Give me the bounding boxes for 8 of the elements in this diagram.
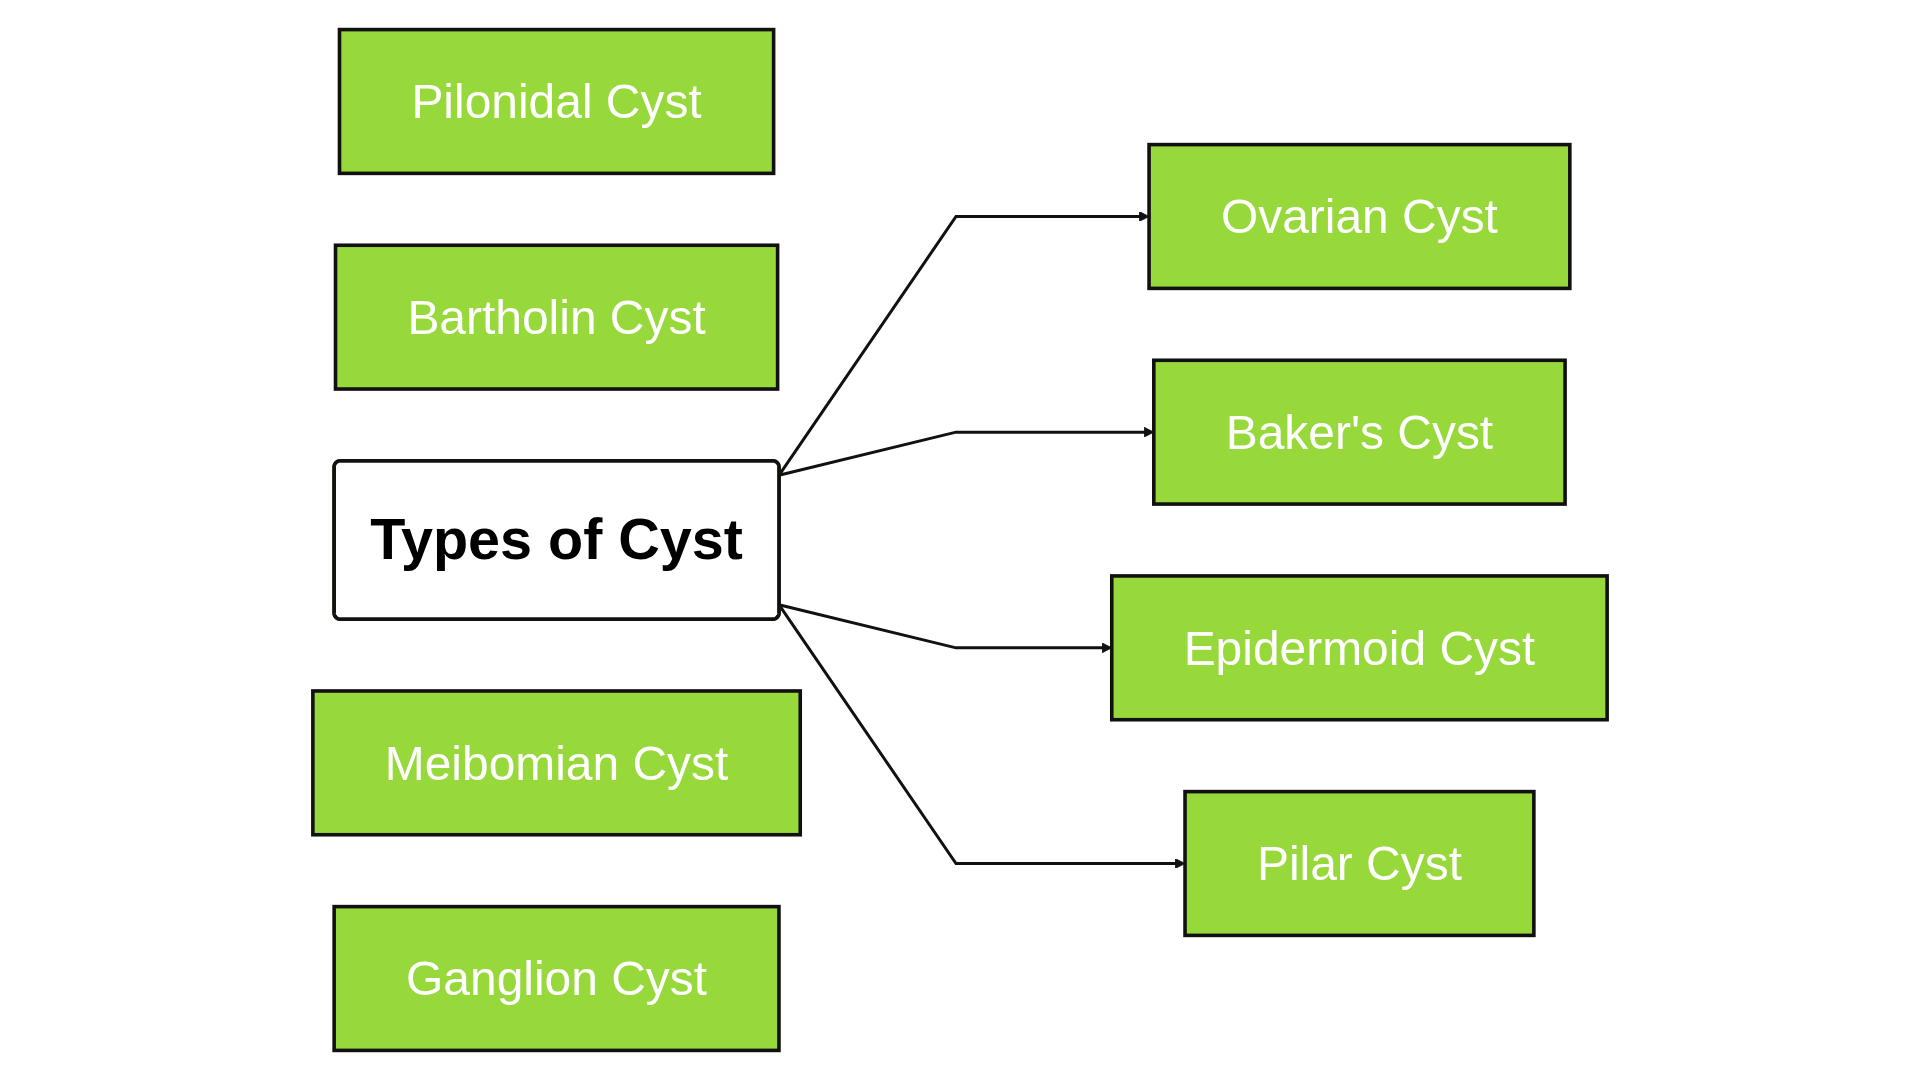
node-box: Meibomian Cyst — [311, 689, 803, 837]
node-box: Ovarian Cyst — [1147, 142, 1572, 291]
node-box: Epidermoid Cyst — [1109, 574, 1609, 722]
node-box: Baker's Cyst — [1152, 358, 1567, 506]
node-box: Ganglion Cyst — [332, 904, 781, 1053]
node-box: Pilonidal Cyst — [337, 27, 776, 176]
node-box: Bartholin Cyst — [333, 243, 780, 391]
node-box: Pilar Cyst — [1183, 789, 1536, 938]
